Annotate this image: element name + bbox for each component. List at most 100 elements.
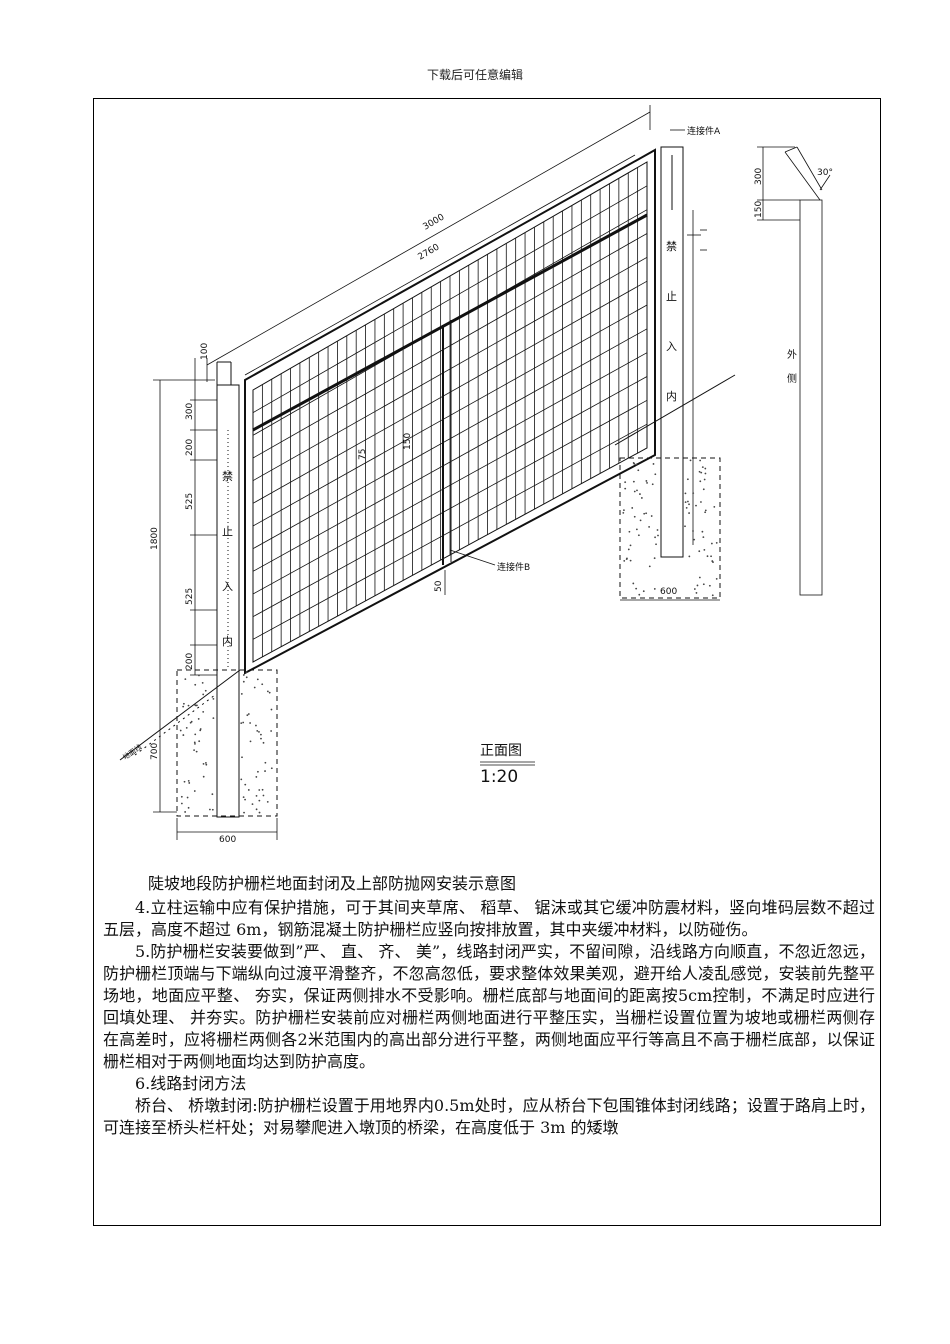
side-angle: 30° xyxy=(817,168,833,178)
concrete-speckle xyxy=(637,469,640,472)
concrete-speckle xyxy=(693,588,696,590)
concrete-speckle xyxy=(632,582,635,585)
post-text-2: 止 xyxy=(222,525,233,538)
concrete-speckle xyxy=(262,741,265,744)
concrete-speckle xyxy=(240,722,243,724)
concrete-speckle xyxy=(687,500,689,503)
concrete-speckle xyxy=(654,536,656,539)
concrete-speckle xyxy=(212,697,215,700)
concrete-speckle xyxy=(653,588,656,590)
concrete-speckle xyxy=(255,794,258,797)
dim-50: 50 xyxy=(434,580,444,592)
concrete-speckle xyxy=(698,550,701,553)
concrete-speckle xyxy=(654,473,657,476)
concrete-speckle xyxy=(258,789,261,791)
concrete-speckle xyxy=(703,478,706,481)
concrete-speckle xyxy=(715,578,718,580)
concrete-speckle xyxy=(260,737,262,740)
concrete-speckle xyxy=(182,734,185,736)
concrete-speckle xyxy=(264,770,266,772)
concrete-speckle xyxy=(180,802,183,805)
concrete-speckle xyxy=(711,594,714,597)
concrete-speckle xyxy=(198,740,201,743)
concrete-speckle xyxy=(626,557,628,560)
concrete-speckle xyxy=(684,525,686,528)
mesh-horizontal-wire xyxy=(252,280,648,504)
concrete-speckle xyxy=(256,678,259,681)
drawing-scale: 1:20 xyxy=(480,767,518,787)
concrete-speckle xyxy=(247,713,250,715)
drawing-title: 正面图 xyxy=(480,743,522,759)
concrete-speckle xyxy=(195,704,197,707)
concrete-speckle xyxy=(244,783,247,786)
mesh-horizontal-wire xyxy=(252,256,648,482)
concrete-speckle xyxy=(211,808,214,811)
concrete-speckle xyxy=(202,710,205,713)
concrete-speckle xyxy=(268,691,271,694)
concrete-speckle xyxy=(688,555,691,558)
label-connector-b: 连接件B xyxy=(497,561,530,573)
concrete-speckle xyxy=(648,526,650,528)
concrete-speckle xyxy=(183,780,186,783)
concrete-speckle xyxy=(187,704,190,707)
concrete-speckle xyxy=(249,722,252,724)
concrete-speckle xyxy=(639,519,642,522)
concrete-speckle xyxy=(632,480,635,483)
concrete-speckle xyxy=(193,749,195,752)
concrete-speckle xyxy=(702,536,705,539)
concrete-speckle xyxy=(240,778,243,781)
concrete-speckle xyxy=(699,480,702,483)
concrete-speckle xyxy=(713,505,716,508)
concrete-speckle xyxy=(256,729,259,732)
header-note: 下载后可任意编辑 xyxy=(426,68,523,82)
paragraph-bridge: 桥台、 桥墩封闭:防护栅栏设置于用地界内0.5m处时，应从桥台下包围锥体封闭线路… xyxy=(103,1095,875,1139)
concrete-speckle xyxy=(261,683,264,686)
concrete-speckle xyxy=(640,497,643,499)
mesh-horizontal-wire xyxy=(252,399,648,618)
dim-600-left: 600 xyxy=(219,835,236,845)
concrete-speckle xyxy=(701,530,704,533)
concrete-speckle xyxy=(202,762,205,765)
concrete-speckle xyxy=(193,741,196,744)
concrete-speckle xyxy=(633,462,636,465)
concrete-speckle xyxy=(242,796,245,799)
concrete-speckle xyxy=(646,482,648,484)
concrete-speckle xyxy=(262,794,265,797)
concrete-speckle xyxy=(202,775,205,778)
paragraph-4: 4.立柱运输中应有保护措施，可于其间夹草席、 稻草、 锯沫或其它缓冲防震材料，竖… xyxy=(103,898,875,939)
concrete-speckle xyxy=(696,584,699,587)
concrete-speckle xyxy=(182,705,185,708)
concrete-speckle xyxy=(249,740,252,743)
concrete-speckle xyxy=(266,800,269,803)
content-frame xyxy=(93,98,881,1226)
concrete-speckle xyxy=(242,721,245,724)
concrete-speckle xyxy=(703,548,706,551)
mesh-horizontal-wire xyxy=(252,328,648,550)
paragraph-5: 5.防护栅栏安装要做到”严、 直、 齐、 美”，线路封闭严实，不留间隙，沿线路方… xyxy=(103,942,875,1071)
concrete-speckle xyxy=(242,674,245,676)
concrete-speckle xyxy=(645,480,648,482)
concrete-speckle xyxy=(639,493,641,495)
concrete-speckle xyxy=(194,733,197,736)
post-text-4: 内 xyxy=(222,634,233,648)
concrete-speckle xyxy=(198,674,200,677)
concrete-speckle xyxy=(642,590,645,593)
side-dim-300: 300 xyxy=(754,168,764,185)
concrete-speckle xyxy=(700,471,703,474)
concrete-speckle xyxy=(257,770,259,773)
concrete-speckle xyxy=(695,504,697,507)
post-text-right-3: 入 xyxy=(666,340,677,353)
concrete-speckle xyxy=(624,487,627,490)
concrete-speckle xyxy=(201,681,204,684)
concrete-speckle xyxy=(704,472,707,475)
mesh-horizontal-wire xyxy=(252,352,648,572)
concrete-speckle xyxy=(179,729,182,732)
concrete-speckle xyxy=(684,492,687,495)
concrete-speckle xyxy=(187,806,190,809)
fence-drawing: 3000 2760 100 300 200 525 1800 525 200 7… xyxy=(119,105,833,845)
concrete-speckle xyxy=(631,507,634,509)
concrete-speckle xyxy=(622,512,625,514)
concrete-speckle xyxy=(623,509,625,512)
concrete-speckle xyxy=(194,743,196,745)
concrete-speckle xyxy=(270,767,273,770)
